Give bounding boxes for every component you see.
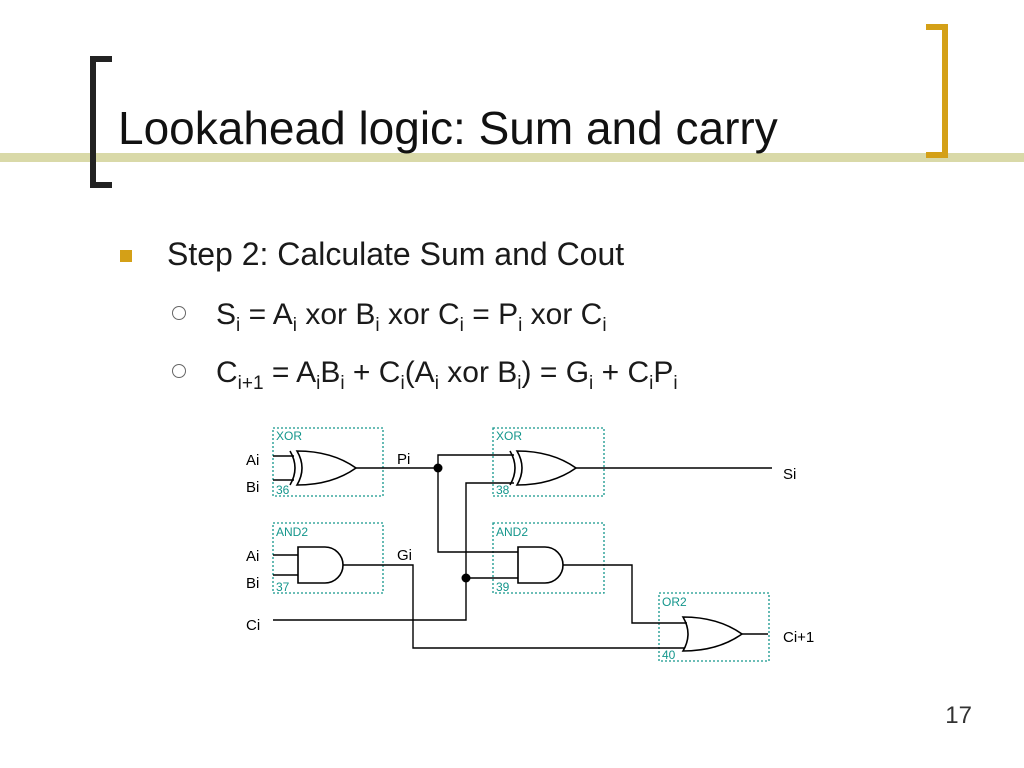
gate-box-or-40 [658,592,770,662]
circle-bullet-icon [172,364,186,378]
signal-label-gi: Gi [397,547,412,564]
left-bracket [90,56,112,188]
signal-label-ai: Ai [246,548,259,565]
signal-label-bi: Bi [246,575,259,592]
page-number: 17 [945,702,972,729]
bullet-level1: Step 2: Calculate Sum and Cout [167,236,625,272]
junction-dot [433,463,443,473]
gate-type-label: XOR [496,429,522,443]
right-bracket [926,24,948,158]
wire-pi-to-and [437,468,518,553]
circle-bullet-icon [172,306,186,320]
signal-label-pi: Pi [397,451,410,468]
signal-label-bi: Bi [246,479,259,496]
equation-sum: Si = Ai xor Bi xor Ci = Pi xor Ci [216,298,607,336]
page-title: Lookahead logic: Sum and carry [118,102,778,154]
gate-box-xor-38 [492,427,605,497]
equation-carry: Ci+1 = AiBi + Ci(Ai xor Bi) = Gi + CiPi [216,356,678,394]
gate-type-label: XOR [276,429,302,443]
and-gate-icon [297,546,344,584]
wire-and-to-or [563,564,687,624]
gate-box-and-39 [492,522,605,594]
gate-type-label: OR2 [662,595,687,609]
xor-gate-icon [509,450,578,486]
gate-box-and-37 [272,522,384,594]
gate-number-label: 40 [662,648,676,662]
gate-number-label: 39 [496,580,510,594]
and-gate-icon [517,546,564,584]
gate-type-label: AND2 [496,525,528,539]
xor-gate-icon [289,450,358,486]
square-bullet-icon [120,250,132,262]
signal-label-si: Si [783,466,796,483]
gate-number-label: 36 [276,483,290,497]
title-band [0,153,1024,162]
wire-pi-to-xor [437,454,514,468]
wire-gi [343,564,685,649]
gate-number-label: 37 [276,580,290,594]
gate-number-label: 38 [496,483,510,497]
junction-dot [461,573,471,583]
gate-type-label: AND2 [276,525,308,539]
signal-label-ci: Ci [246,617,260,634]
signal-label-ci-plus-1: Ci+1 [783,629,814,646]
signal-label-ai: Ai [246,452,259,469]
or-gate-icon [681,616,744,652]
gate-box-xor-36 [272,427,384,497]
